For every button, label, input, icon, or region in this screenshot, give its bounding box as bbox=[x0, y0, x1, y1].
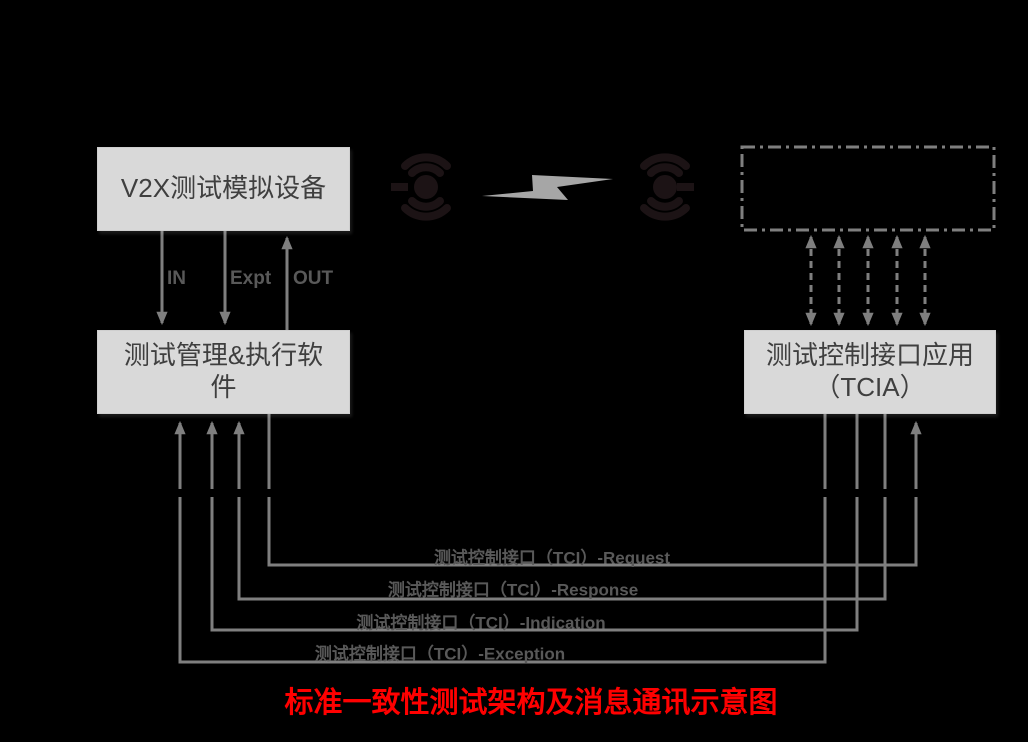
tci-response-line bbox=[233, 414, 887, 601]
antenna-right-icon bbox=[640, 153, 694, 221]
lightning-bolt-icon bbox=[482, 175, 613, 200]
test-mgmt-software-box: 测试管理&执行软件 bbox=[97, 330, 350, 414]
line-break-mask-right bbox=[816, 489, 925, 497]
tci-response-label: 测试控制接口（TCI）-Response bbox=[387, 580, 639, 600]
tci-exception-line bbox=[174, 414, 827, 664]
tci-request-label: 测试控制接口（TCI）-Request bbox=[433, 548, 671, 568]
tci-exception-label: 测试控制接口（TCI）-Exception bbox=[314, 644, 566, 664]
dut-dashed-box bbox=[740, 145, 996, 232]
tci-indication-label: 测试控制接口（TCI）-Indication bbox=[356, 613, 606, 633]
expt-port-label: Expt bbox=[230, 268, 272, 289]
antenna-left-icon bbox=[391, 153, 451, 221]
v2x-device-label: V2X测试模拟设备 bbox=[120, 173, 327, 204]
line-break-mask-left bbox=[170, 489, 278, 497]
out-port-label: OUT bbox=[293, 268, 334, 289]
v2x-device-box: V2X测试模拟设备 bbox=[97, 147, 350, 231]
tci-indication-line bbox=[206, 414, 859, 632]
tcia-label: 测试控制接口应用（TCIA） bbox=[765, 340, 974, 402]
diagram-title: 标准一致性测试架构及消息通讯示意图 bbox=[284, 687, 778, 719]
in-port-label: IN bbox=[167, 268, 186, 289]
test-mgmt-software-label: 测试管理&执行软件 bbox=[123, 340, 324, 402]
tcia-box: 测试控制接口应用（TCIA） bbox=[744, 330, 996, 414]
